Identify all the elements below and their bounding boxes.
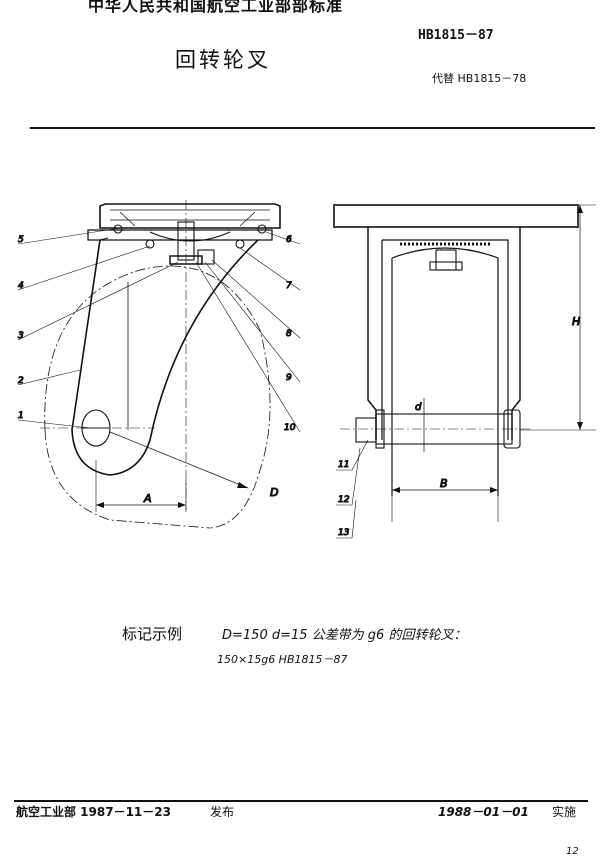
front-view (333, 204, 596, 539)
callout-5: 5 (18, 235, 24, 245)
callout-8: 8 (286, 329, 292, 339)
callout-2: 2 (18, 376, 24, 386)
issue-word: 发布 (210, 805, 235, 819)
footer-rule (14, 800, 588, 802)
callout-6: 6 (286, 235, 292, 245)
dim-label-a: A (143, 492, 152, 505)
marking-example-label: 标记示例 (122, 625, 183, 643)
dim-label-d-axle: d (415, 402, 422, 413)
side-view (17, 200, 301, 529)
dim-label-h: H (572, 315, 580, 328)
callout-7: 7 (286, 281, 292, 291)
callout-3: 3 (18, 331, 24, 341)
callout-1: 1 (18, 411, 24, 421)
effective-word: 实施 (552, 805, 577, 819)
callout-10: 10 (284, 423, 296, 433)
dim-label-b: B (440, 477, 448, 490)
document-title: 回转轮叉 (175, 48, 271, 72)
dim-label-d-diameter: D (270, 486, 278, 499)
standard-number: HB1815－87 (418, 28, 494, 43)
callout-12: 12 (338, 495, 350, 505)
callout-13: 13 (338, 528, 350, 538)
issuing-organization: 中华人民共和国航空工业部部标准 (88, 0, 344, 15)
replaces-standard: 代替 HB1815－78 (432, 72, 527, 85)
callout-9: 9 (286, 373, 292, 383)
issued-by: 航空工业部 1987－11－23 (16, 805, 171, 819)
technical-drawing: 5 4 3 2 1 6 7 8 9 10 11 12 13 A D B H d (17, 200, 596, 539)
callout-4: 4 (18, 281, 24, 291)
marking-example-description: D=150 d=15 公差带为 g6 的回转轮叉： (222, 628, 467, 643)
page-number: 12 (566, 846, 579, 857)
header-rule (30, 127, 595, 129)
marking-example-code: 150×15g6 HB1815－87 (217, 653, 348, 666)
callout-11: 11 (338, 460, 349, 470)
effective-date: 1988－01－01 (438, 805, 529, 819)
